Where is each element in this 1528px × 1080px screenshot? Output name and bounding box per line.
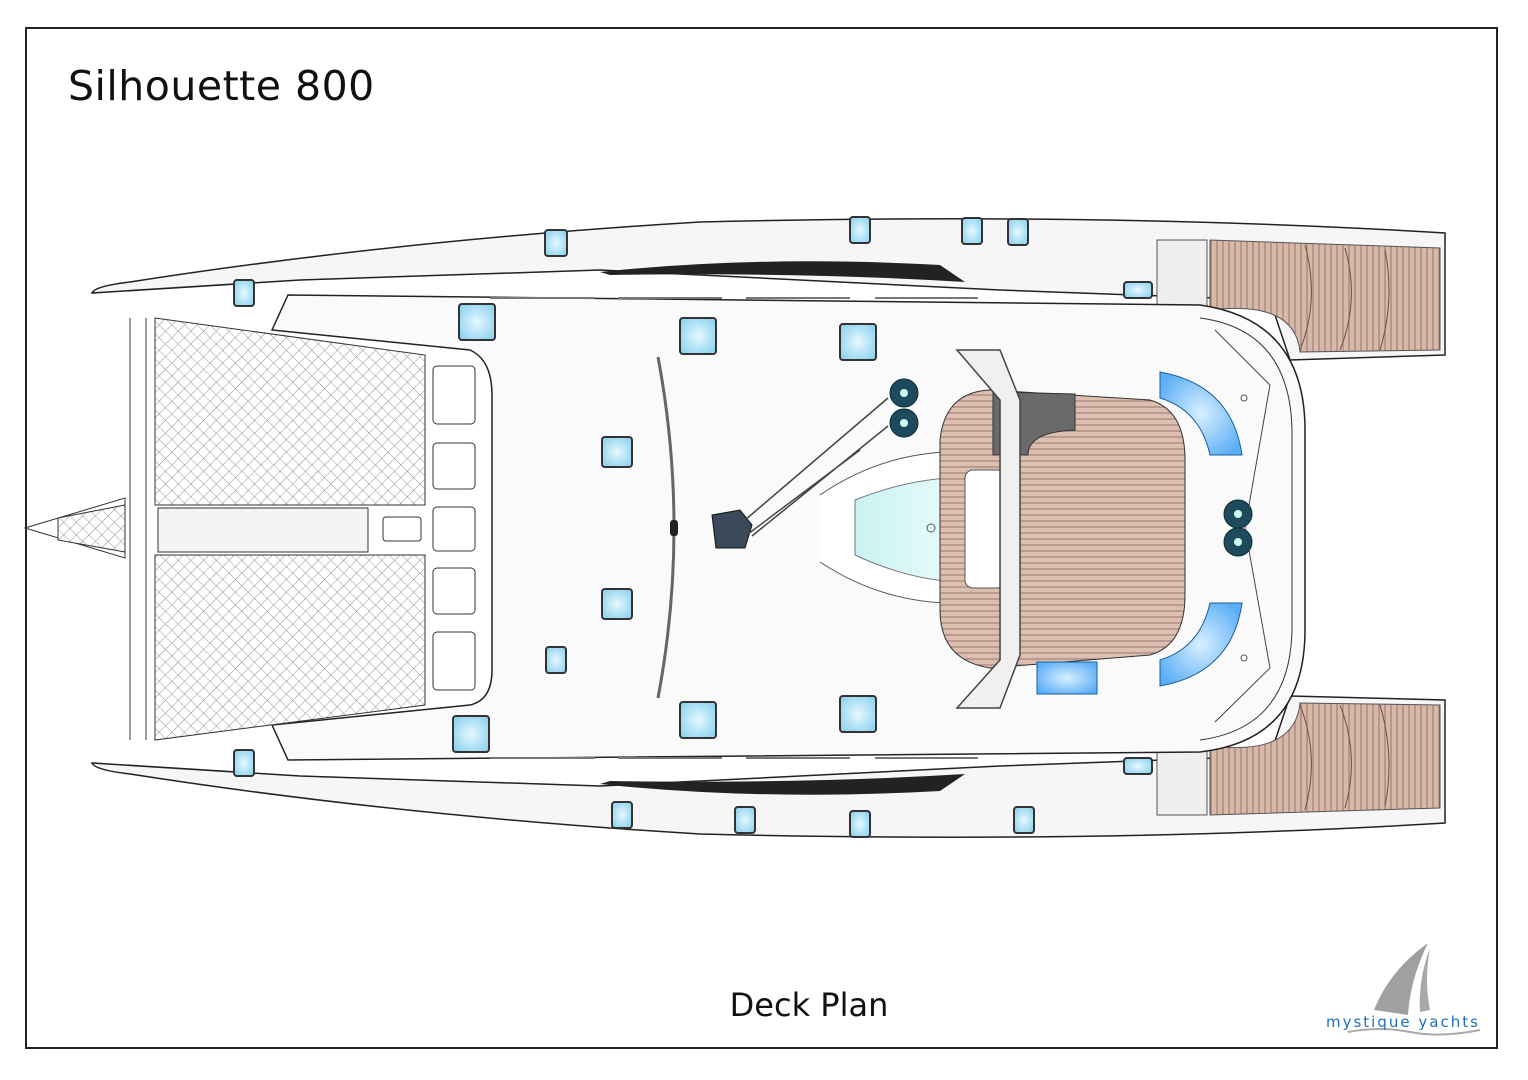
hatch [545, 646, 567, 674]
winch-drum [1234, 510, 1242, 518]
winch-drum [900, 419, 908, 427]
logo-text: mystique yachts [1326, 1013, 1480, 1031]
hatch [458, 303, 496, 341]
hatch [233, 749, 255, 777]
deck-hatches [233, 216, 1153, 838]
hatch [839, 323, 877, 361]
hatch [839, 695, 877, 733]
hatch [601, 588, 633, 620]
trampoline-nets [23, 317, 426, 741]
page-title: Silhouette 800 [68, 62, 375, 110]
hatch [1123, 757, 1153, 775]
sail-logo-icon [1347, 943, 1481, 1036]
hatch [544, 229, 568, 257]
mast-base [711, 397, 889, 549]
hatch [961, 217, 983, 245]
cockpit-cushions [1036, 371, 1243, 695]
hatch [1007, 218, 1029, 246]
targa-arch [955, 349, 1021, 709]
hatch [734, 806, 756, 834]
port-hull [90, 218, 1446, 361]
starboard-hull [90, 695, 1446, 838]
hatch [679, 701, 717, 739]
hatch [849, 216, 871, 244]
winch-drum [1234, 538, 1242, 546]
hatch [679, 317, 717, 355]
helm-seat [964, 469, 1006, 589]
hatch [1123, 281, 1153, 299]
hatch [611, 801, 633, 829]
hatch [233, 279, 255, 307]
winch-drum [900, 389, 908, 397]
drawing-frame [25, 27, 1498, 1049]
hatch [849, 810, 871, 838]
drawing-subtitle: Deck Plan [729, 986, 889, 1024]
forward-lockers [382, 365, 476, 691]
hatch [601, 436, 633, 468]
hatch [1013, 806, 1035, 834]
hatch [452, 715, 490, 753]
winches [889, 378, 1253, 557]
